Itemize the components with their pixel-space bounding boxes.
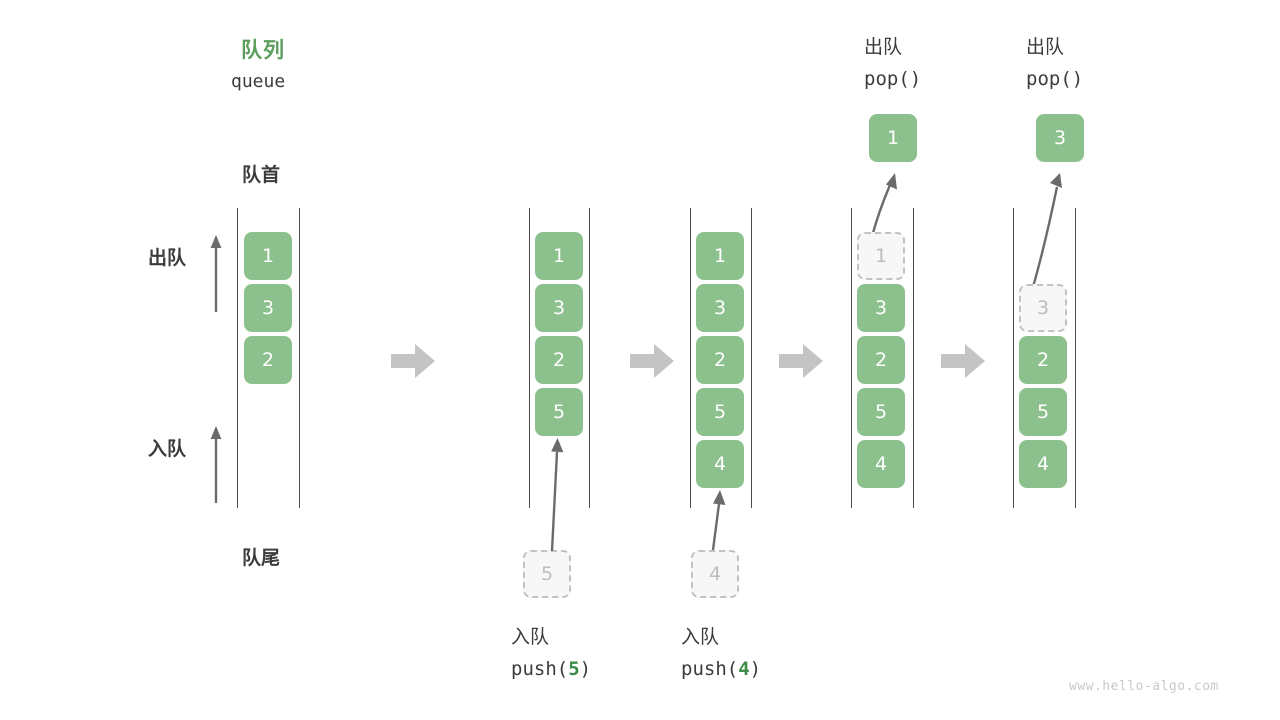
- step-caption-code: push(5): [511, 658, 591, 680]
- queue-rail-left: [851, 208, 852, 508]
- queue-rail-right: [751, 208, 752, 508]
- queue-rail-left: [237, 208, 238, 508]
- enqueue-up-arrow-icon: [210, 426, 222, 503]
- step-arrow-icon: [630, 344, 674, 378]
- push-motion-arrow-icon: [711, 490, 726, 551]
- enqueue-direction-label: 入队: [148, 438, 187, 460]
- diagram-title-cn: 队列: [241, 38, 285, 62]
- dequeue-up-arrow-icon: [210, 235, 222, 312]
- step-arrow-icon: [779, 344, 823, 378]
- push-motion-arrow-icon: [550, 438, 564, 552]
- queue-rail-left: [1013, 208, 1014, 508]
- diagram-title-en: queue: [231, 71, 286, 92]
- caption-code-prefix: push(: [681, 658, 739, 680]
- queue-cell: 3: [857, 284, 905, 332]
- queue-cell-removed: 3: [1019, 284, 1067, 332]
- queue-cell: 4: [857, 440, 905, 488]
- dequeue-direction-label: 出队: [148, 247, 187, 269]
- incoming-element-ghost: 4: [691, 550, 739, 598]
- caption-code-suffix: ): [909, 68, 922, 90]
- queue-cell: 5: [696, 388, 744, 436]
- caption-code-arg: 5: [568, 658, 580, 680]
- queue-rail-right: [913, 208, 914, 508]
- step-caption-code: push(4): [681, 658, 761, 680]
- queue-rear-label: 队尾: [242, 547, 281, 569]
- queue-cell: 1: [535, 232, 583, 280]
- queue-front-label: 队首: [242, 164, 281, 186]
- pop-motion-arrow-icon: [1031, 173, 1062, 288]
- queue-cell: 2: [244, 336, 292, 384]
- step-caption-cn: 入队: [511, 626, 550, 648]
- step-caption-code: pop(): [864, 68, 921, 90]
- queue-cell: 1: [696, 232, 744, 280]
- queue-cell-removed: 1: [857, 232, 905, 280]
- incoming-element-ghost: 5: [523, 550, 571, 598]
- queue-cell: 5: [1019, 388, 1067, 436]
- caption-code-suffix: ): [579, 658, 592, 680]
- queue-cell: 2: [1019, 336, 1067, 384]
- caption-code-prefix: pop(: [1026, 68, 1072, 90]
- step-arrow-icon: [391, 344, 435, 378]
- popped-element: 3: [1036, 114, 1084, 162]
- step-caption-cn: 入队: [681, 626, 720, 648]
- queue-cell: 2: [535, 336, 583, 384]
- queue-cell-new: 4: [696, 440, 744, 488]
- queue-cell: 3: [535, 284, 583, 332]
- popped-element: 1: [869, 114, 917, 162]
- caption-code-arg: 4: [738, 658, 750, 680]
- step-caption-cn: 出队: [1026, 36, 1065, 58]
- caption-code-prefix: push(: [511, 658, 569, 680]
- caption-code-suffix: ): [749, 658, 762, 680]
- queue-rail-right: [589, 208, 590, 508]
- step-arrow-icon: [941, 344, 985, 378]
- site-watermark: www.hello-algo.com: [1069, 679, 1219, 694]
- queue-rail-right: [299, 208, 300, 508]
- queue-cell-new: 5: [535, 388, 583, 436]
- queue-cell: 2: [857, 336, 905, 384]
- queue-rail-left: [690, 208, 691, 508]
- queue-cell: 3: [696, 284, 744, 332]
- queue-cell: 4: [1019, 440, 1067, 488]
- step-caption-code: pop(): [1026, 68, 1083, 90]
- queue-rail-left: [529, 208, 530, 508]
- caption-code-suffix: ): [1071, 68, 1084, 90]
- queue-cell: 1: [244, 232, 292, 280]
- step-caption-cn: 出队: [864, 36, 903, 58]
- queue-cell: 3: [244, 284, 292, 332]
- caption-code-prefix: pop(: [864, 68, 910, 90]
- queue-rail-right: [1075, 208, 1076, 508]
- queue-cell: 5: [857, 388, 905, 436]
- queue-cell: 2: [696, 336, 744, 384]
